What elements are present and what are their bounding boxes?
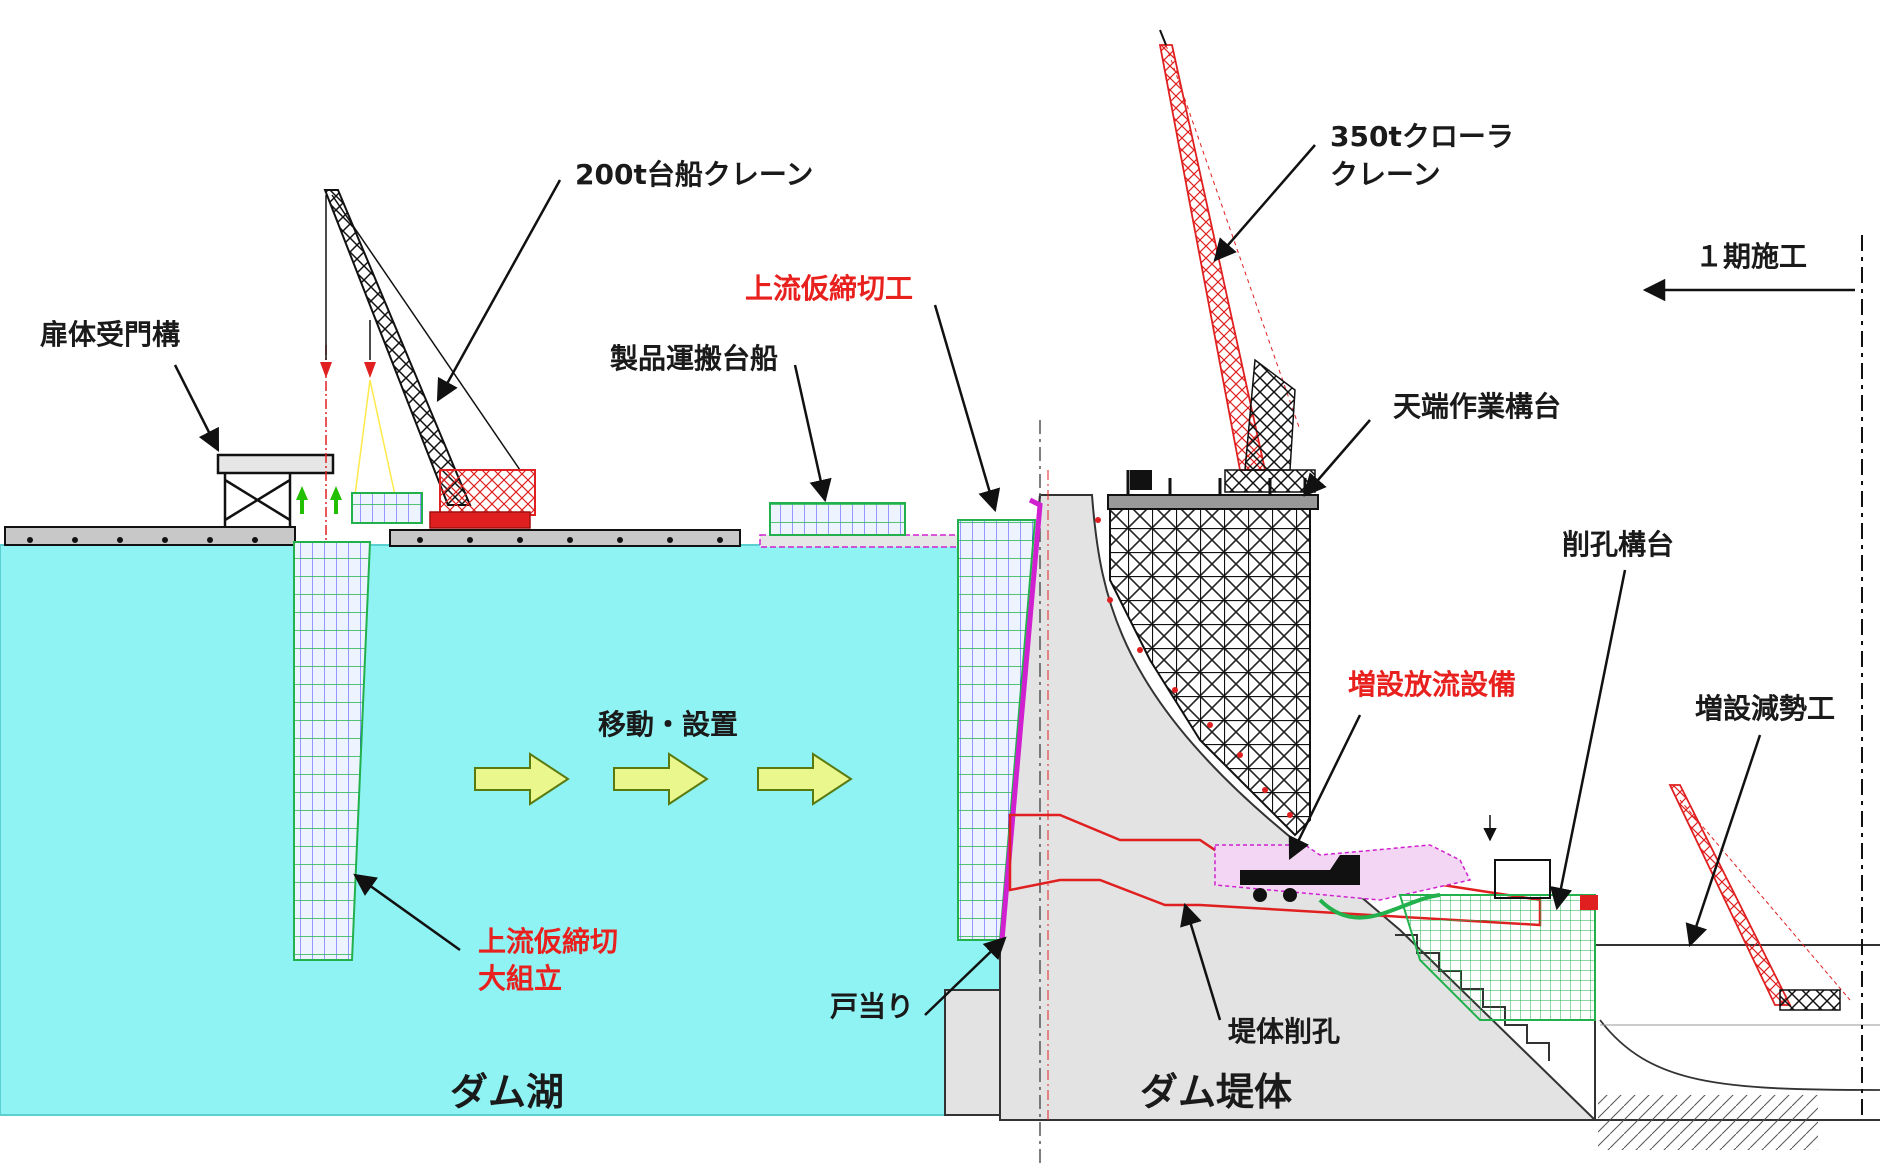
label-crawler-crane-line1: 350tクローラ — [1330, 120, 1514, 153]
label-door-stop: 戸当り — [830, 990, 915, 1023]
leader-arrows — [173, 144, 1855, 1021]
label-move-install: 移動・設置 — [598, 708, 739, 741]
label-cofferdam-assembly-line1: 上流仮締切 — [478, 925, 619, 958]
label-gate-frame: 扉体受門構 — [40, 318, 181, 351]
cofferdam-assembly-large — [293, 541, 372, 961]
barge-left — [4, 526, 296, 546]
label-upstream-cofferdam-work: 上流仮締切工 — [745, 272, 914, 305]
barge-right — [759, 534, 961, 548]
label-dam-drilling: 堤体削孔 — [1228, 1015, 1341, 1048]
label-added-outlet: 増設放流設備 — [1348, 668, 1517, 701]
product-barge-load — [769, 502, 906, 536]
label-crest-platform: 天端作業構台 — [1393, 390, 1562, 423]
label-dam-body: ダム堤体 — [1140, 1070, 1293, 1114]
crawler-crane-350t — [1158, 29, 1316, 493]
dam-lake-water — [0, 544, 1001, 1116]
door-stop-magenta — [999, 497, 1043, 941]
drilling-machine — [1240, 855, 1360, 885]
label-drilling-platform: 削孔構台 — [1562, 528, 1675, 561]
crest-scaffold — [1109, 504, 1311, 837]
downstream-crawler-crane — [1668, 784, 1851, 1011]
stilling-basin — [1594, 944, 1880, 1121]
gate-frame-structure — [216, 453, 335, 527]
label-dam-lake: ダム湖 — [450, 1070, 565, 1114]
barge-crane-200t — [320, 189, 536, 529]
hung-cofferdam-block — [351, 492, 423, 524]
label-cofferdam-assembly-line2: 大組立 — [478, 962, 563, 995]
label-added-stilling: 増設減勢工 — [1695, 692, 1836, 725]
crest-deck — [1107, 494, 1319, 510]
move-arrows — [474, 752, 853, 806]
face-markers — [1095, 517, 1293, 818]
label-crawler-crane-line2: クレーン — [1330, 158, 1441, 191]
crest-machine — [1130, 470, 1152, 490]
barge-middle — [389, 529, 741, 547]
label-phase1: １期施工 — [1695, 240, 1808, 273]
basin-hatch — [1598, 1095, 1818, 1150]
lifting-arrows — [296, 486, 342, 514]
label-barge-crane: 200t台船クレーン — [575, 158, 814, 191]
label-transport-barge: 製品運搬台船 — [610, 342, 779, 375]
